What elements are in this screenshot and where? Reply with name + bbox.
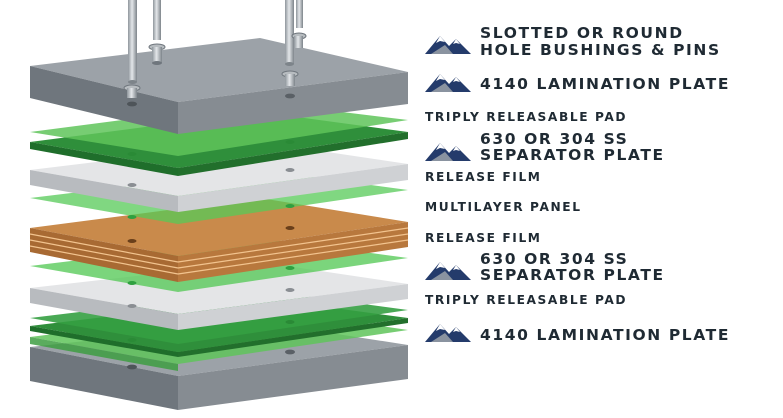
top-lamination-plate: [30, 38, 408, 134]
label-film-bottom: RELEASE FILM: [425, 231, 542, 245]
label-separator-top-line1: 630 or 304 SS: [480, 130, 629, 148]
layer-stack-illustration: [29, 0, 409, 410]
mountain-logo-icon: [425, 262, 471, 280]
pins-and-bushings: [123, 0, 307, 98]
mountain-logo-icon: [425, 74, 471, 92]
label-bushings-line2: HOLE BUSHINGS & PINS: [480, 41, 721, 59]
label-plate-top: 4140 LAMINATION PLATE: [480, 75, 731, 93]
label-separator-bottom-line1: 630 or 304 SS: [480, 250, 629, 268]
mountain-logo-icon: [425, 36, 471, 54]
label-plate-bottom: 4140 LAMINATION PLATE: [480, 326, 731, 344]
multilayer-panel: [29, 198, 409, 282]
mountain-logo-icon: [425, 143, 471, 161]
label-film-top: RELEASE FILM: [425, 170, 542, 184]
label-pad-bottom: TRIPLY RELEASABLE PAD: [425, 293, 628, 307]
label-panel: MULTILAYER PANEL: [425, 200, 582, 214]
label-separator-top-line2: SEPARATOR PLATE: [480, 146, 665, 164]
mountain-logo-icon: [425, 324, 471, 342]
label-bushings-line1: SLOTTED OR ROUND: [480, 24, 684, 42]
label-pad-top: TRIPLY RELEASABLE PAD: [425, 110, 628, 124]
bottom-separator-plate: [30, 262, 408, 330]
label-separator-bottom-line2: SEPARATOR PLATE: [480, 266, 665, 284]
